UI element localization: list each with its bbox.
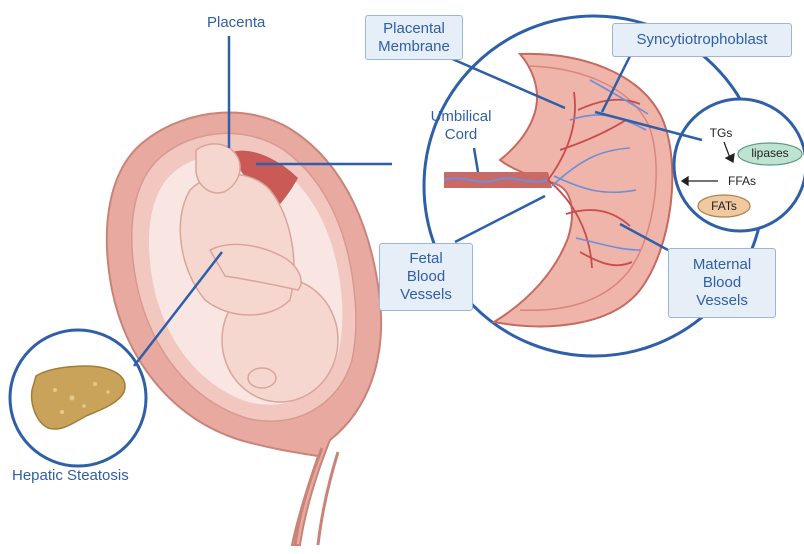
maternal-vessels-line2: Blood xyxy=(703,274,741,292)
fetal-vessels-line1: Fetal xyxy=(409,250,442,268)
placental-membrane-line2: Membrane xyxy=(378,38,450,56)
ffas-label: FFAs xyxy=(722,174,762,188)
umbilical-cord-line1: Umbilical xyxy=(418,108,504,126)
placental-membrane-line1: Placental xyxy=(383,20,445,38)
placenta-label: Placenta xyxy=(207,14,297,32)
tgs-label: TGs xyxy=(706,126,736,140)
syncytiotrophoblast-box: Syncytiotrophoblast xyxy=(612,23,792,57)
fetal-vessels-box: Fetal Blood Vessels xyxy=(379,243,473,311)
umbilical-cord xyxy=(444,172,552,188)
umbilical-cord-label: Umbilical Cord xyxy=(418,108,504,144)
umbilical-cord-line2: Cord xyxy=(418,126,504,144)
fetal-vessels-line3: Vessels xyxy=(400,286,452,304)
fetal-vessels-line2: Blood xyxy=(407,268,445,286)
maternal-vessels-line1: Maternal xyxy=(693,256,751,274)
maternal-vessels-box: Maternal Blood Vessels xyxy=(668,248,776,318)
fats-label: FATs xyxy=(702,199,746,213)
maternal-vessels-line3: Vessels xyxy=(696,292,748,310)
hepatic-steatosis-label: Hepatic Steatosis xyxy=(12,467,162,485)
lipases-label: lipases xyxy=(740,146,800,160)
placental-membrane-box: Placental Membrane xyxy=(365,15,463,60)
